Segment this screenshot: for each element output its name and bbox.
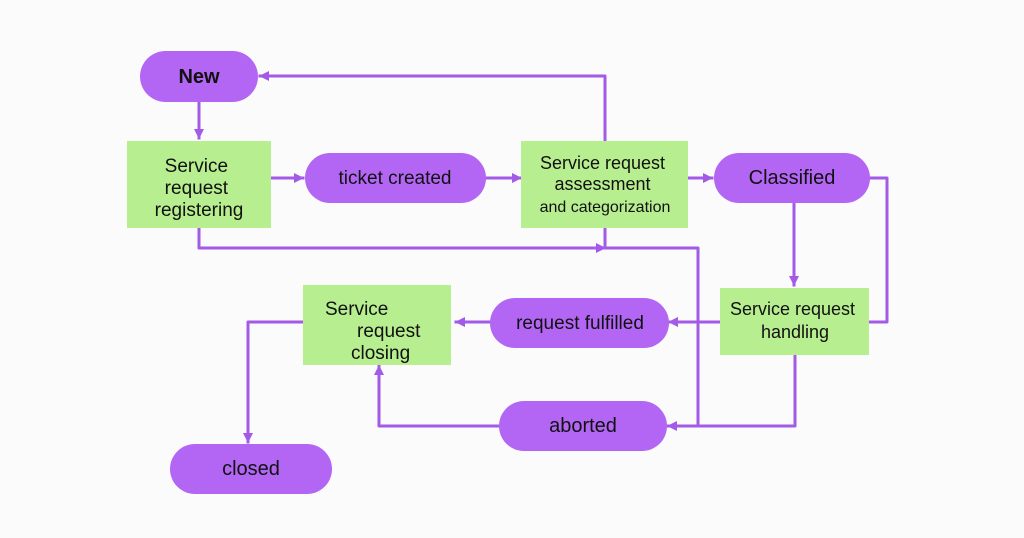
connector-registering-to-assessment-bottom [197, 226, 607, 253]
service-request-handling-label: Service request handling [730, 299, 860, 342]
connector-closing-to-closed [243, 320, 305, 444]
service-request-assessment-label: Service request assessment and categoriz… [540, 153, 671, 216]
aborted-label: aborted [549, 415, 617, 437]
new-node: New [140, 51, 258, 102]
service-request-closing-node: Service request closing [303, 285, 451, 365]
service-request-assessment-node: Service request assessment and categoriz… [521, 141, 688, 228]
service-request-closing-line-3: closing [351, 343, 410, 364]
new-label: New [178, 66, 220, 88]
service-request-registering-node: Service request registering [127, 141, 271, 228]
service-request-registering-label: Service request registering [155, 156, 244, 221]
service-request-handling-line-2: handling [761, 322, 829, 342]
service-request-closing-line-2: request [357, 321, 421, 342]
connector-handling-to-aborted [666, 353, 797, 431]
classified-pill [714, 153, 870, 203]
service-request-assessment-line-1: Service request [540, 153, 665, 173]
connector-assessment-to-new [258, 71, 607, 142]
service-request-closing-box [303, 285, 451, 365]
service-request-registering-box [127, 141, 271, 228]
ticket-created-node: ticket created [305, 153, 486, 203]
service-request-closing-line-1: Service [325, 299, 388, 320]
service-request-assessment-box [521, 141, 688, 228]
service-request-assessment-line-3: and categorization [540, 199, 671, 216]
classified-node: Classified [714, 153, 870, 203]
service-request-handling-line-1: Service request [730, 299, 855, 319]
ticket-created-label: ticket created [339, 168, 452, 189]
service-request-registering-line-3: registering [155, 200, 244, 221]
service-request-handling-node: Service request handling [720, 288, 869, 355]
service-request-closing-label: Service request closing [325, 299, 426, 364]
connector-classified-side-loop [867, 176, 889, 324]
classified-label: Classified [749, 167, 836, 189]
ticket-created-pill [305, 153, 486, 203]
process-boxes: Service request registering Service requ… [127, 141, 869, 365]
request-fulfilled-node: request fulfilled [490, 298, 669, 348]
service-request-registering-line-2: request [165, 178, 229, 199]
new-pill [140, 51, 258, 102]
connector-bus-to-aborted [603, 246, 700, 428]
request-fulfilled-pill [490, 298, 669, 348]
request-fulfilled-label: request fulfilled [516, 313, 644, 334]
service-request-assessment-line-2: assessment [554, 174, 650, 194]
closed-node: closed [170, 444, 332, 494]
connector-aborted-to-closing [374, 364, 501, 428]
aborted-pill [499, 401, 667, 451]
state-pills: New ticket created Classified request fu… [140, 51, 870, 494]
aborted-node: aborted [499, 401, 667, 451]
connectors [194, 71, 889, 444]
service-request-handling-box [720, 288, 869, 355]
service-request-registering-line-1: Service [165, 156, 228, 177]
closed-pill [170, 444, 332, 494]
closed-label: closed [222, 458, 280, 480]
